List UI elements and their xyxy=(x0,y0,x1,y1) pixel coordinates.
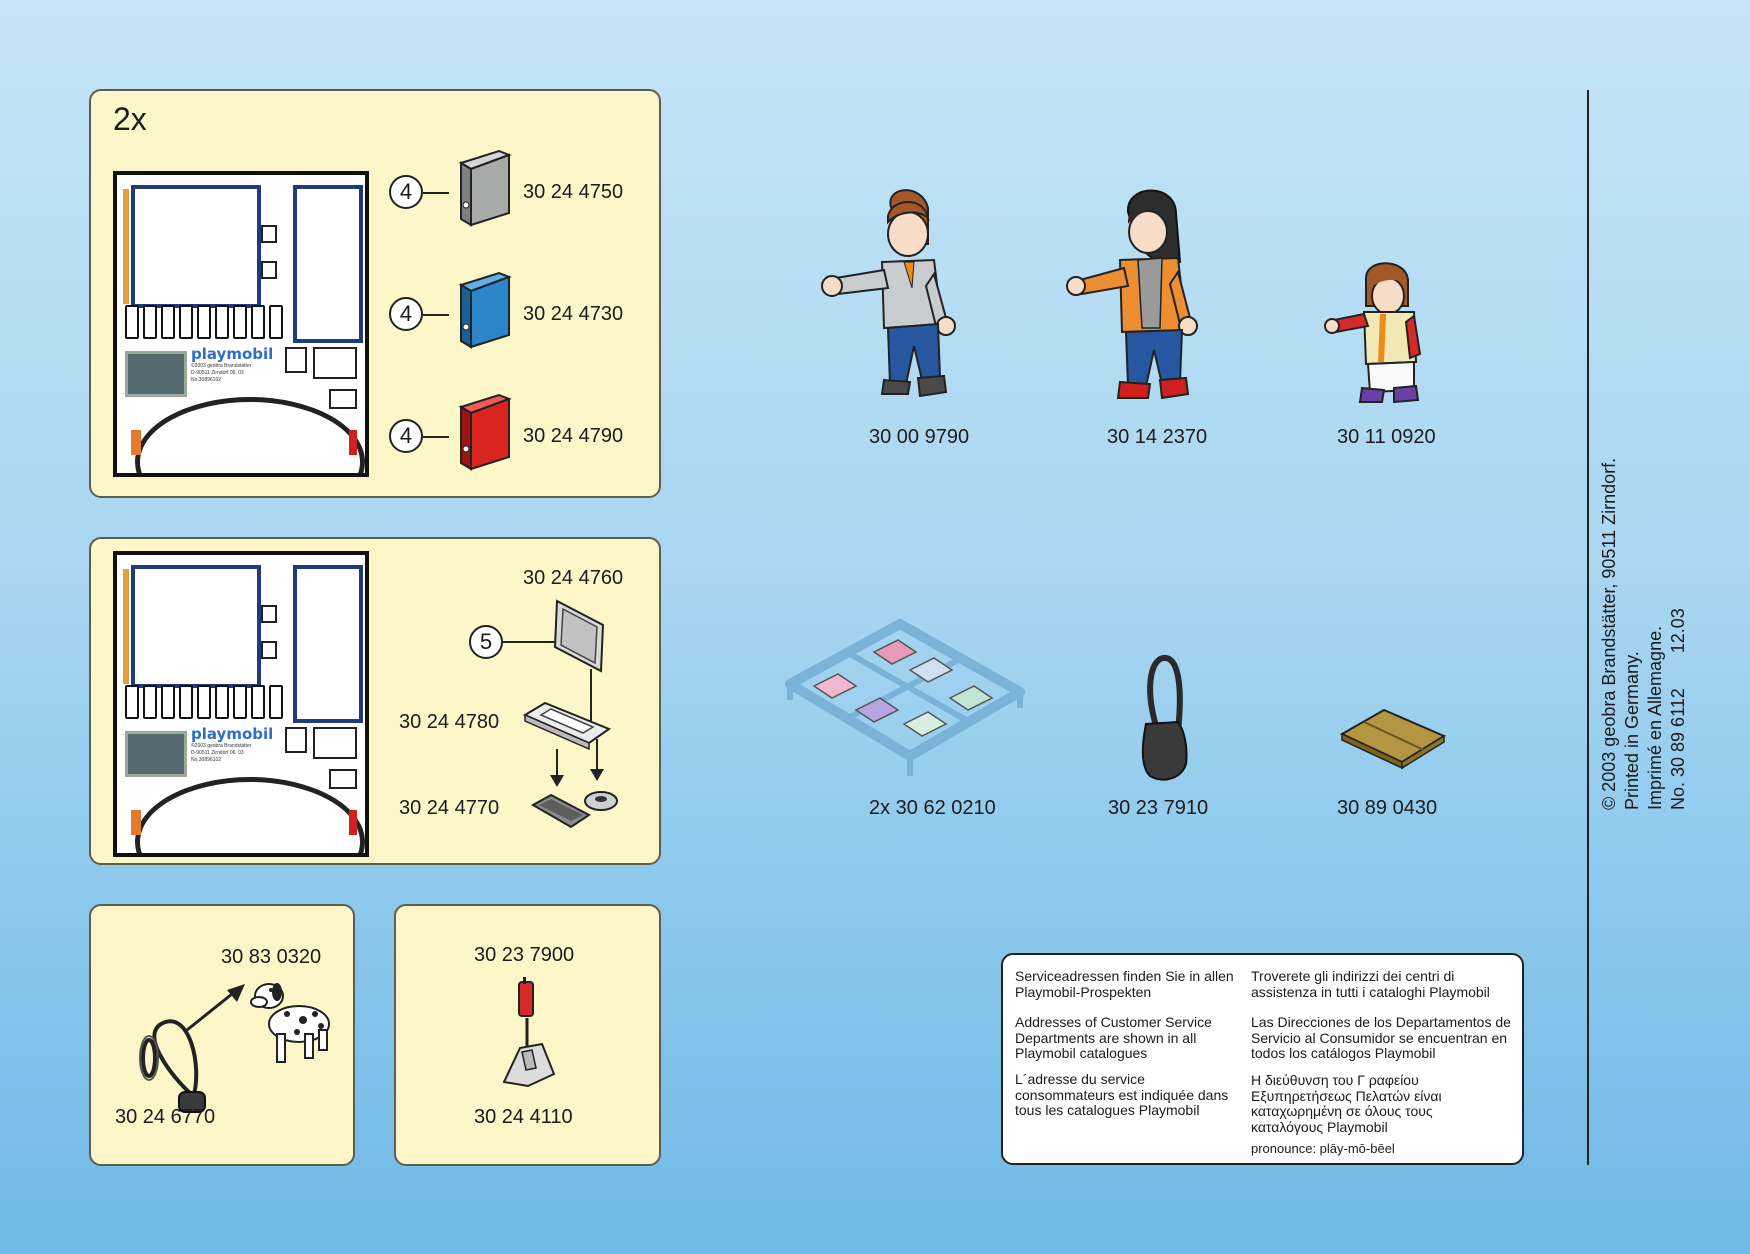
keyboard-number: 30 24 4770 xyxy=(399,797,500,819)
mobile-phone-icon xyxy=(518,977,534,1017)
arrow-down xyxy=(556,749,558,777)
holder-number: 30 24 4110 xyxy=(474,1106,573,1128)
quantity-label: 2x xyxy=(113,101,147,137)
child-figure-icon xyxy=(1324,262,1422,404)
dog-number: 30 83 0320 xyxy=(221,946,322,968)
figure-number: 30 11 0920 xyxy=(1337,426,1436,448)
pronunciation-note: pronounce: plāy-mō-bēel xyxy=(1251,1141,1395,1156)
figure-number: 30 00 9790 xyxy=(869,426,970,448)
accessory-number: 2x 30 62 0210 xyxy=(869,797,996,819)
vertical-divider xyxy=(1587,90,1589,1165)
service-text-es: Las Direcciones de los Departamentos de … xyxy=(1251,1014,1511,1061)
arrow-down xyxy=(596,739,598,771)
man-figure-icon xyxy=(821,189,956,398)
monitor-number: 30 24 4760 xyxy=(523,567,624,589)
service-text-it: Troverete gli indirizzi dei centri di as… xyxy=(1251,968,1490,1000)
keyboard-icon xyxy=(530,791,618,829)
part-number: 30 24 4730 xyxy=(523,303,624,325)
part-number: 30 24 4750 xyxy=(523,181,624,203)
binder-red-icon xyxy=(458,393,512,471)
accessory-number: 30 89 0430 xyxy=(1337,797,1438,819)
connector-line xyxy=(590,669,592,739)
gold-bars-icon xyxy=(1339,708,1447,770)
service-text-de: Serviceadressen finden Sie in allen Play… xyxy=(1015,968,1234,1000)
leash-number: 30 24 6770 xyxy=(115,1106,216,1128)
part-number: 30 24 4790 xyxy=(523,425,624,447)
computer-monitor-icon xyxy=(553,599,605,673)
service-text-fr: L´adresse du service consommateurs est i… xyxy=(1015,1071,1229,1118)
customer-service-box: Serviceadressen finden Sie in allen Play… xyxy=(1001,953,1524,1165)
phone-holder-icon xyxy=(502,1042,556,1088)
stand-number: 30 24 4780 xyxy=(399,711,500,733)
dalmatian-dog-icon xyxy=(250,983,330,1063)
accessory-number: 30 23 7910 xyxy=(1108,797,1209,819)
leash-icon xyxy=(139,1019,206,1113)
binder-gray-icon xyxy=(458,149,512,227)
arrow-icon xyxy=(186,984,245,1032)
phone-number: 30 23 7900 xyxy=(474,944,575,966)
callout-5: 5 xyxy=(469,625,503,659)
shoulder-bag-icon xyxy=(1141,655,1188,781)
service-text-en: Addresses of Customer Service Department… xyxy=(1015,1014,1212,1061)
panel-phone: 30 23 7900 30 24 4110 xyxy=(394,904,661,1166)
woman-figure-icon xyxy=(1066,189,1198,400)
monitor-stand-icon xyxy=(522,701,612,751)
binder-blue-icon xyxy=(458,271,512,349)
callout-4: 4 xyxy=(389,419,423,453)
figure-number: 30 14 2370 xyxy=(1107,426,1208,448)
callout-4: 4 xyxy=(389,175,423,209)
panel-dog: 30 83 0320 30 24 6770 xyxy=(89,904,355,1166)
service-text-gr: Η διεύθυνση του Γ ραφείου Εξυπηρετήσεως … xyxy=(1251,1072,1442,1135)
copyright-block: © 2003 geobra Brandstätter, 90511 Zirndo… xyxy=(1599,457,1688,810)
callout-4: 4 xyxy=(389,297,423,331)
magazine-sprue-icon xyxy=(785,619,1025,776)
